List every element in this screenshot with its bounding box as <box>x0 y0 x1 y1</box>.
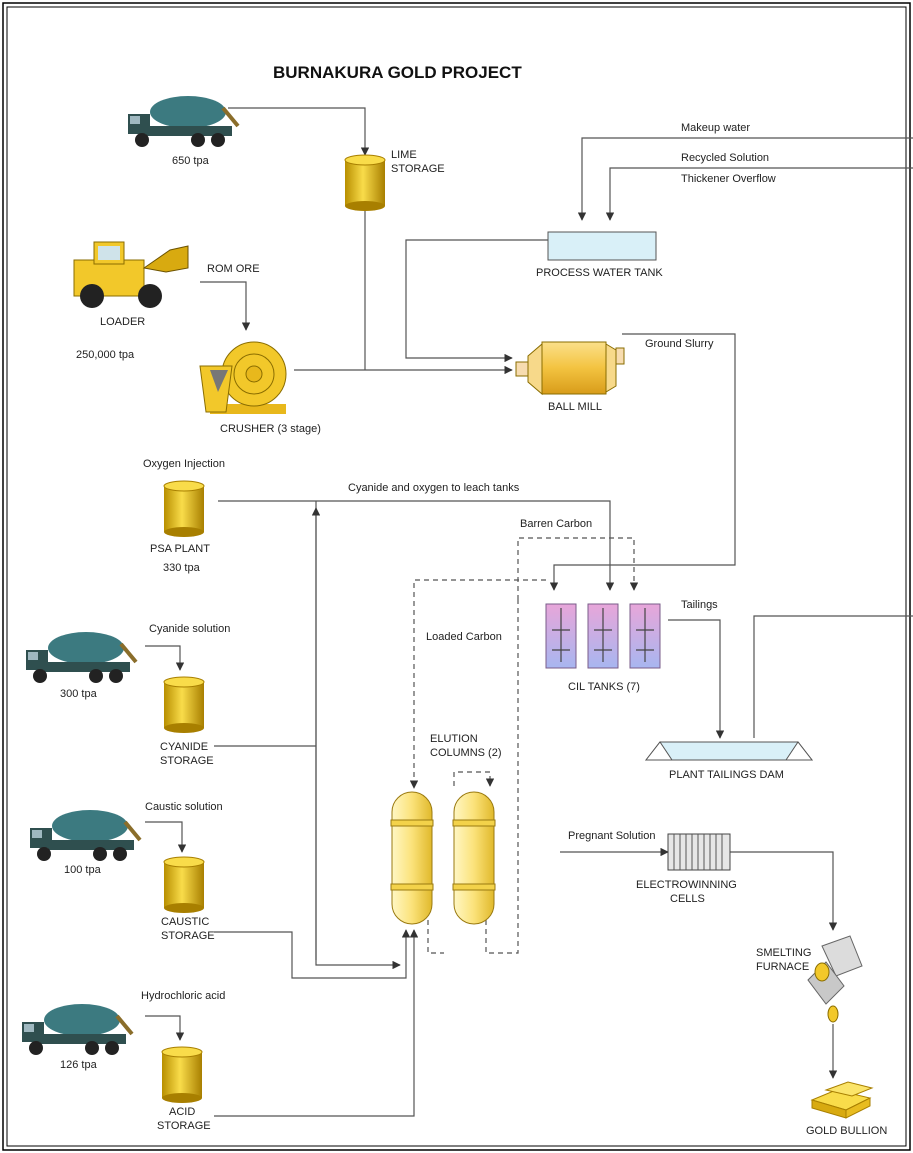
acid-storage-silo-icon <box>161 1046 203 1103</box>
lime-tpa: 650 tpa <box>172 155 210 167</box>
loaded-carbon-label: Loaded Carbon <box>426 631 502 643</box>
ball-mill-icon <box>515 341 625 396</box>
pregnant-solution-label: Pregnant Solution <box>568 830 655 842</box>
electrowinning-label-1: ELECTROWINNING <box>636 879 737 891</box>
gold-bullion-icon <box>810 1081 874 1119</box>
flow-caustic-supply <box>145 821 187 853</box>
mixer-truck-cyanide-icon <box>26 632 138 683</box>
cil-tanks-icon <box>545 603 661 669</box>
electrowinning-label-2: CELLS <box>670 893 705 905</box>
crusher-icon <box>199 341 287 414</box>
smelting-label-2: FURNACE <box>756 961 809 973</box>
lime-storage-label-2: STORAGE <box>391 163 445 175</box>
cyanide-storage-label-1: CYANIDE <box>160 741 208 753</box>
flow-hcl-supply <box>145 1015 185 1041</box>
cyanide-solution-label: Cyanide solution <box>149 623 230 635</box>
diagram-title: BURNAKURA GOLD PROJECT <box>273 63 522 82</box>
acid-tpa: 126 tpa <box>60 1059 98 1071</box>
mixer-truck-caustic-icon <box>30 810 142 861</box>
flow-barren-carbon <box>517 537 639 600</box>
flow-loaded-carbon <box>409 579 546 789</box>
flow-elution-return-1 <box>427 920 444 954</box>
tailings-dam-label: PLANT TAILINGS DAM <box>669 769 784 781</box>
lime-storage-silo-icon <box>344 154 386 211</box>
cyanide-storage-silo-icon <box>163 676 205 733</box>
flow-elution-loop <box>453 771 495 787</box>
flow-ground-slurry <box>549 333 736 591</box>
ground-slurry-label: Ground Slurry <box>645 338 714 350</box>
flow-oxygen <box>218 500 615 591</box>
flow-rom-ore <box>200 281 251 331</box>
gold-bullion-label: GOLD BULLION <box>806 1125 887 1137</box>
acid-storage-label-2: STORAGE <box>157 1120 211 1132</box>
flow-cyanide-supply <box>145 645 185 671</box>
crusher-label: CRUSHER (3 stage) <box>220 423 321 435</box>
flow-recycled-solution <box>605 167 913 221</box>
caustic-storage-silo-icon <box>163 856 205 913</box>
flow-reagent-main <box>315 501 401 970</box>
caustic-solution-label: Caustic solution <box>145 801 223 813</box>
smelting-label-1: SMELTING <box>756 947 811 959</box>
mixer-truck-acid-icon <box>22 1004 134 1055</box>
psa-tpa: 330 tpa <box>163 562 201 574</box>
caustic-tpa: 100 tpa <box>64 864 102 876</box>
flow-elution-return-2 <box>485 600 519 954</box>
caustic-storage-label-2: STORAGE <box>161 930 215 942</box>
cyanide-tpa: 300 tpa <box>60 688 98 700</box>
electrowinning-cells-icon <box>667 833 731 871</box>
elution-label-2: COLUMNS (2) <box>430 747 502 759</box>
cyanide-storage-label-2: STORAGE <box>160 755 214 767</box>
recycled-solution-label: Recycled Solution <box>681 152 769 164</box>
barren-carbon-label: Barren Carbon <box>520 518 592 530</box>
flow-caustic-storage <box>214 929 411 979</box>
lime-storage-label-1: LIME <box>391 149 417 161</box>
cyanide-oxygen-label: Cyanide and oxygen to leach tanks <box>348 482 520 494</box>
rom-ore-label: ROM ORE <box>207 263 260 275</box>
thickener-overflow-label: Thickener Overflow <box>681 173 776 185</box>
ore-tpa: 250,000 tpa <box>76 349 135 361</box>
cil-tanks-label: CIL TANKS (7) <box>568 681 640 693</box>
makeup-water-label: Makeup water <box>681 122 750 134</box>
ball-mill-label: BALL MILL <box>548 401 602 413</box>
psa-plant-silo-icon <box>163 480 205 537</box>
tailings-dam-icon <box>644 741 814 761</box>
flow-makeup-water <box>577 137 913 221</box>
mixer-truck-lime-icon <box>128 96 240 147</box>
inner-border <box>6 6 907 1147</box>
wheel-loader-icon <box>73 241 189 308</box>
hcl-label: Hydrochloric acid <box>141 990 225 1002</box>
loader-label: LOADER <box>100 316 145 328</box>
flow-dam-return <box>753 615 913 738</box>
acid-storage-label-1: ACID <box>169 1106 195 1118</box>
oxygen-injection-label: Oxygen Injection <box>143 458 225 470</box>
flow-lines <box>145 107 913 1117</box>
caustic-storage-label-1: CAUSTIC <box>161 916 209 928</box>
tailings-label: Tailings <box>681 599 718 611</box>
flow-tailings <box>668 619 725 739</box>
process-water-tank-icon <box>547 231 657 261</box>
flow-ew-to-furnace <box>730 851 838 931</box>
process-water-tank-label: PROCESS WATER TANK <box>536 267 663 279</box>
flow-lime-supply <box>228 107 370 156</box>
smelting-furnace-icon <box>807 935 863 1023</box>
elution-columns-icon <box>390 791 496 925</box>
flow-water-to-mill <box>405 239 548 363</box>
elution-label-1: ELUTION <box>430 733 478 745</box>
psa-plant-label: PSA PLANT <box>150 543 210 555</box>
flow-acid-storage <box>214 929 419 1117</box>
